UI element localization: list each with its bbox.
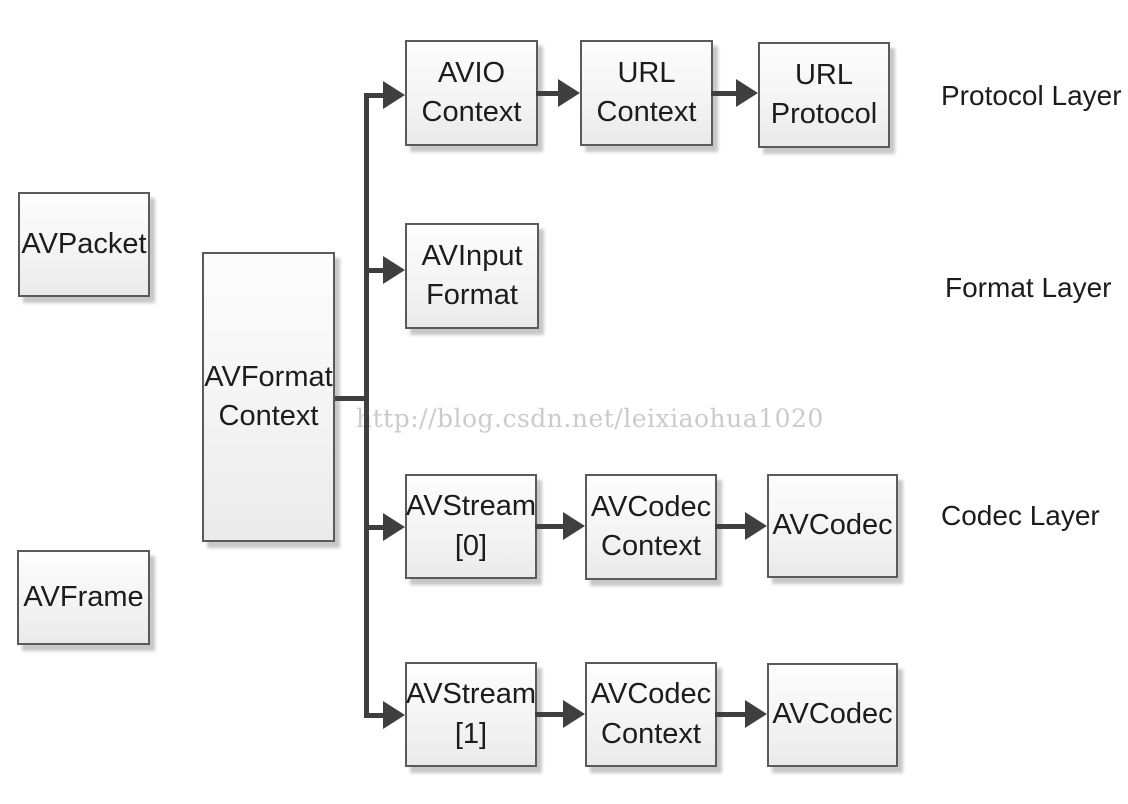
arrowhead-to-avstream-0 <box>383 513 405 541</box>
node-avcodec-0: AVCodec <box>767 474 898 578</box>
connector-avio-to-url-context <box>536 91 560 96</box>
connector-avcodec-context-0-to-avcodec-0 <box>715 524 745 529</box>
connector-trunk-to-avinput <box>366 268 385 273</box>
node-url-context-label: URL Context <box>596 56 697 128</box>
connector-avformat-to-trunk <box>335 396 369 401</box>
node-url-protocol: URL Protocol <box>758 42 890 148</box>
node-avio-context-label: AVIO Context <box>421 56 522 128</box>
arrowhead-to-url-protocol <box>736 79 758 107</box>
node-avcodec-context-1-label: AVCodec Context <box>590 678 712 750</box>
arrowhead-to-avcodec-context-0 <box>563 512 585 540</box>
connector-avstream-1-to-avcodec-context-1 <box>535 712 563 717</box>
label-protocol-layer: Protocol Layer <box>941 80 1122 111</box>
node-url-protocol-label: URL Protocol <box>770 58 878 130</box>
arrowhead-to-avcodec-0 <box>745 512 767 540</box>
node-avformat-context: AVFormat Context <box>202 252 335 542</box>
node-avcodec-1: AVCodec <box>767 663 898 767</box>
connector-trunk-to-avio <box>364 93 385 98</box>
node-avstream-1: AVStream [1] <box>405 662 537 767</box>
connector-trunk-vertical <box>364 93 369 718</box>
node-avinput-format: AVInput Format <box>405 223 539 329</box>
node-avio-context: AVIO Context <box>405 40 538 146</box>
arrowhead-to-avstream-1 <box>383 701 405 729</box>
node-avinput-format-label: AVInput Format <box>421 239 523 311</box>
node-avcodec-1-label: AVCodec <box>772 698 893 731</box>
node-avstream-1-label: AVStream [1] <box>406 678 537 750</box>
node-avframe: AVFrame <box>17 550 150 645</box>
arrowhead-to-avcodec-1 <box>745 700 767 728</box>
watermark-text: http://blog.csdn.net/leixiaohua1020 <box>356 404 824 433</box>
node-avpacket: AVPacket <box>18 192 150 297</box>
label-codec-layer: Codec Layer <box>941 500 1100 531</box>
connector-avstream-0-to-avcodec-context-0 <box>535 524 563 529</box>
node-avcodec-0-label: AVCodec <box>772 509 893 542</box>
node-avframe-label: AVFrame <box>23 580 144 613</box>
node-avcodec-context-1: AVCodec Context <box>585 662 717 767</box>
node-avstream-0: AVStream [0] <box>405 474 537 579</box>
node-avcodec-context-0-label: AVCodec Context <box>590 490 712 562</box>
node-avstream-0-label: AVStream [0] <box>406 490 537 562</box>
connector-avcodec-context-1-to-avcodec-1 <box>715 712 745 717</box>
node-url-context: URL Context <box>580 40 713 146</box>
arrowhead-to-avinput-format <box>383 256 405 284</box>
node-avpacket-label: AVPacket <box>21 227 147 260</box>
node-avformat-context-label: AVFormat Context <box>204 360 333 432</box>
arrowhead-to-avio-context <box>383 81 405 109</box>
connector-trunk-to-avstream-0 <box>366 525 385 530</box>
arrowhead-to-url-context <box>558 79 580 107</box>
arrowhead-to-avcodec-context-1 <box>563 700 585 728</box>
label-format-layer: Format Layer <box>945 272 1112 303</box>
connector-trunk-to-avstream-1 <box>364 713 385 718</box>
node-avcodec-context-0: AVCodec Context <box>585 474 717 580</box>
connector-url-context-to-url-protocol <box>711 91 736 96</box>
